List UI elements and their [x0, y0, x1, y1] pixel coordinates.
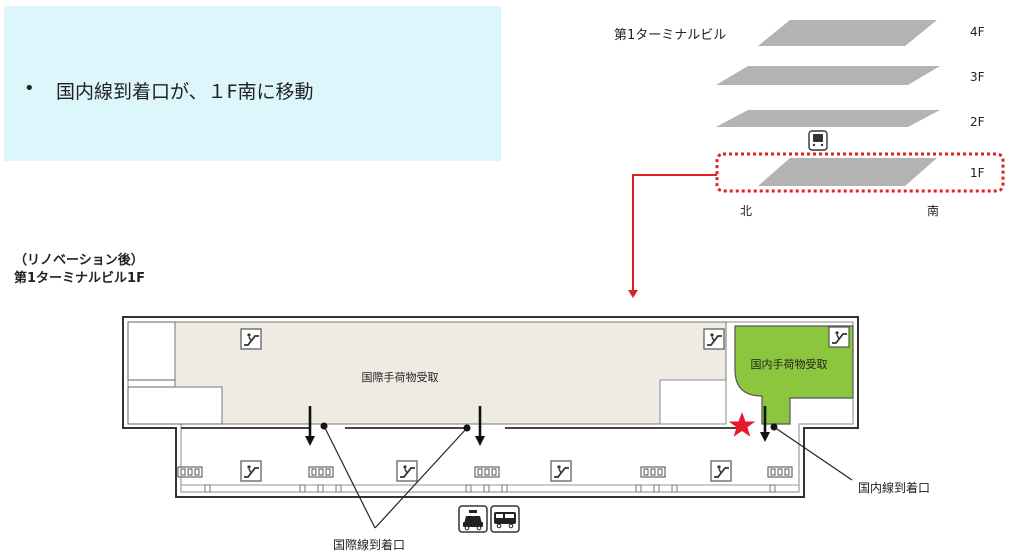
- elevator-icon: [308, 466, 334, 478]
- escalator-icon: [703, 328, 725, 350]
- direction-north: 北: [740, 204, 752, 218]
- escalator-icon: [240, 460, 262, 482]
- caption-line-renovation: （リノベーション後）: [14, 253, 144, 268]
- notice-bullet: •: [24, 78, 35, 99]
- star-icon: [728, 412, 756, 437]
- intl-exit-label: 国際線到着口: [333, 537, 405, 552]
- floor-caption: （リノベーション後） 第1ターミナルビル1F: [14, 252, 145, 288]
- direction-south: 南: [927, 203, 939, 218]
- escalator-icon: [710, 460, 732, 482]
- floor-4f: [758, 20, 937, 46]
- arrow-down-icon: [475, 406, 485, 446]
- taxi-icon: [458, 505, 488, 533]
- intl-baggage-area: [174, 321, 727, 425]
- floor-2f: [716, 110, 940, 127]
- domestic-exit-label: 国内線到着口: [858, 480, 930, 495]
- floor-plan: 国際手荷物受取 国内手荷物受取: [122, 316, 859, 498]
- domestic-baggage-label: 国内手荷物受取: [751, 357, 828, 371]
- escalator-icon: [396, 460, 418, 482]
- building-title: 第1ターミナルビル: [614, 28, 726, 43]
- floor-3f: [716, 66, 940, 85]
- arrow-down-icon: [760, 406, 770, 442]
- escalator-icon: [828, 326, 850, 348]
- escalator-icon: [550, 460, 572, 482]
- arrow-down-icon: [305, 406, 315, 446]
- elevator-icon: [474, 466, 500, 478]
- bus-icon: [490, 505, 520, 533]
- floor-label-2f: 2F: [970, 115, 985, 129]
- escalator-icon: [240, 328, 262, 350]
- zoom-arrow: [628, 174, 717, 298]
- train-icon: [808, 130, 828, 151]
- elevator-icon: [177, 466, 203, 478]
- floor-label-3f: 3F: [970, 70, 985, 84]
- floor-label-4f: 4F: [970, 25, 985, 39]
- domestic-baggage-area: [734, 325, 854, 425]
- floor-1f-highlight: [715, 152, 1005, 193]
- intl-baggage-label: 国際手荷物受取: [362, 370, 439, 384]
- notice-text: 国内線到着口が、１F南に移動: [56, 81, 314, 103]
- floor-1f: [758, 158, 937, 186]
- caption-line-floor: 第1ターミナルビル1F: [14, 271, 145, 286]
- elevator-icon: [767, 466, 793, 478]
- elevator-icon: [640, 466, 666, 478]
- floor-label-1f: 1F: [970, 166, 985, 180]
- notice-box: • 国内線到着口が、１F南に移動: [4, 6, 501, 161]
